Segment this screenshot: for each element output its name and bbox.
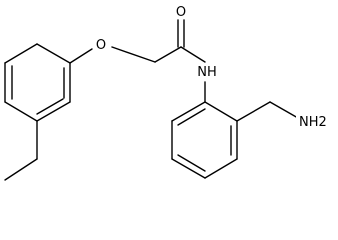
atom-labels: O O NH NH2 (93, 3, 334, 130)
chemical-structure-diagram: O O NH NH2 (4, 3, 334, 181)
bond-carbonyl-n (180, 46, 206, 63)
svg-text:NH: NH (197, 65, 217, 80)
ether-oxygen-label: O (93, 36, 110, 53)
svg-text:O: O (96, 38, 106, 53)
carbonyl-oxygen-label: O (172, 3, 189, 20)
amine-nh2-label: NH2 (296, 113, 334, 130)
amide-nh-label: NH (196, 63, 218, 80)
bond-ch2-nh2 (269, 101, 299, 119)
bond-ring-ch2 (236, 101, 271, 122)
svg-text:NH2: NH2 (299, 115, 327, 130)
svg-text:O: O (176, 5, 186, 20)
aniline-ring (171, 101, 238, 179)
bond-carbonyl-ch2 (154, 46, 182, 63)
bond-ethyl-ch2-ch3 (4, 158, 38, 181)
phenoxy-ring (4, 43, 71, 122)
bond-ether-o-aryl (69, 48, 93, 64)
bonds (4, 19, 299, 181)
bond-ch2-ether-o (111, 46, 156, 63)
structure-canvas: O O NH NH2 (4, 3, 334, 181)
